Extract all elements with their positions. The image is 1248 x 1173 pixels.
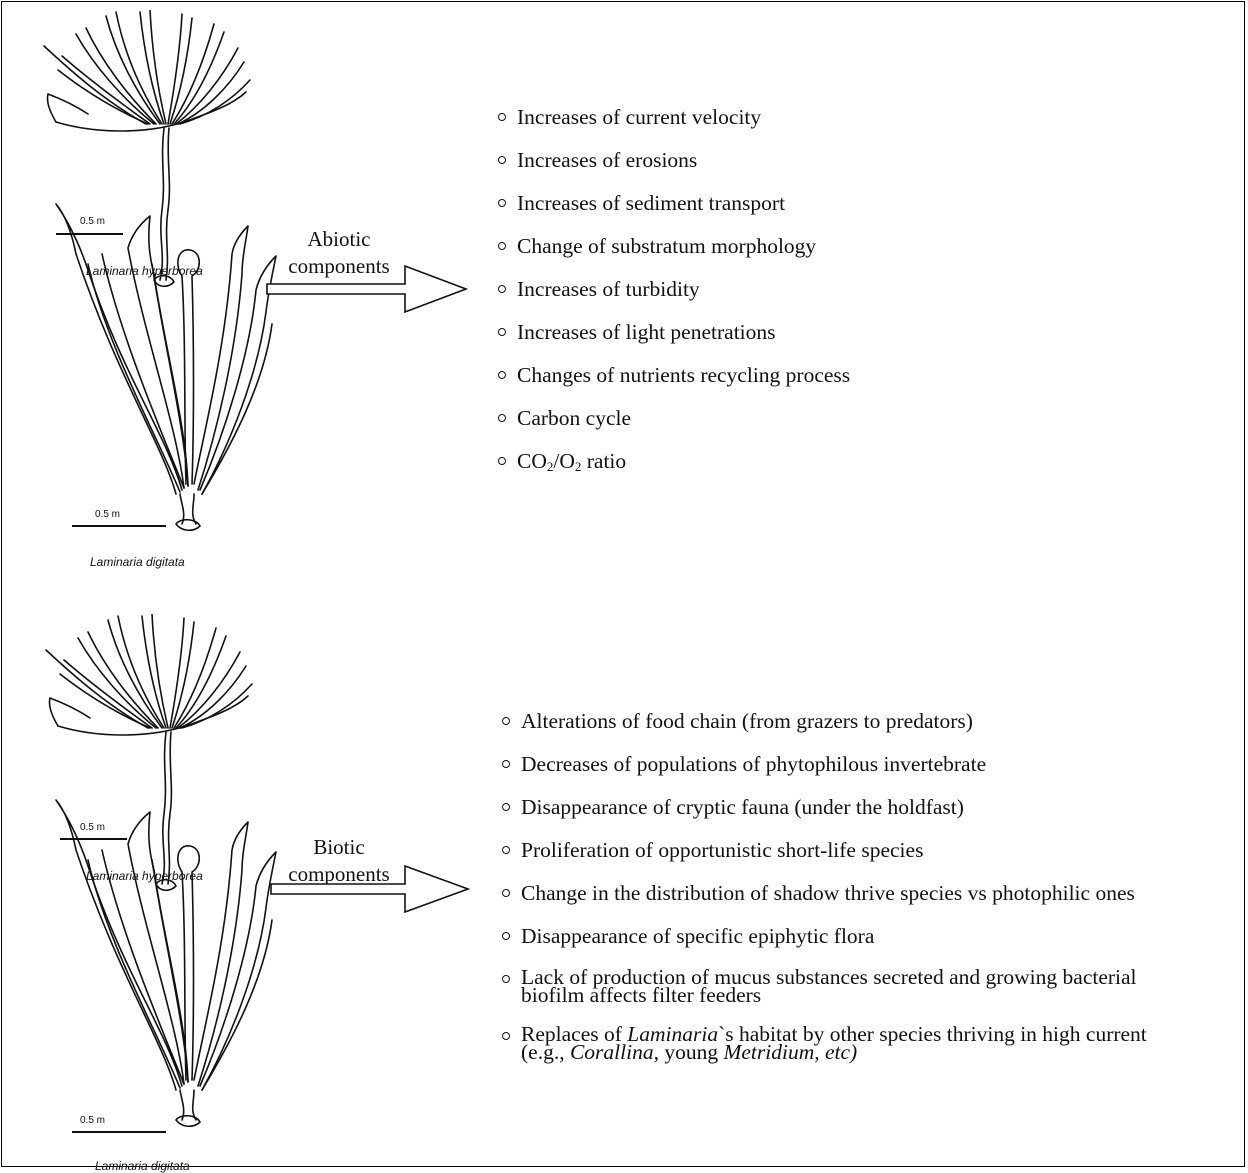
list-item: Disappearance of cryptic fauna (under th… [502,796,1147,818]
hollow-circle-icon [502,803,510,811]
hollow-right-arrow-icon [268,862,476,918]
biotic-effects-list: Alterations of food chain (from grazers … [502,710,1147,1082]
hollow-circle-icon [498,199,506,207]
laminaria-digitata-drawing [36,790,286,1130]
hollow-circle-icon [502,932,510,940]
list-item: Increases of light penetrations [498,321,850,364]
list-item: Alterations of food chain (from grazers … [502,710,1147,732]
hollow-circle-icon [502,760,510,768]
hollow-circle-icon [502,846,510,854]
hollow-circle-icon [498,457,506,465]
hollow-circle-icon [498,242,506,250]
list-item: Increases of sediment transport [498,192,850,235]
scale-bar [72,525,166,527]
list-item: Decreases of populations of phytophilous… [502,753,1147,775]
label-line: Biotic [264,834,414,861]
list-item: Changes of nutrients recycling process [498,364,850,407]
hollow-circle-icon [498,156,506,164]
hollow-circle-icon [502,975,510,983]
label-line: Abiotic [264,226,414,253]
list-item: Lack of production of mucus substances s… [502,968,1147,1004]
hollow-circle-icon [498,113,506,121]
list-item: Replaces of Laminaria`s habitat by other… [502,1025,1147,1061]
list-item: Increases of current velocity [498,106,850,149]
list-item: Disappearance of specific epiphytic flor… [502,925,1147,947]
species-caption-digitata: Laminaria digitata [90,555,185,569]
hollow-circle-icon [498,328,506,336]
hollow-circle-icon [498,285,506,293]
list-item: Change in the distribution of shadow thr… [502,882,1147,904]
list-item: Increases of turbidity [498,278,850,321]
hollow-right-arrow-icon [264,262,472,318]
abiotic-effects-list: Increases of current velocity Increases … [498,106,850,493]
hollow-circle-icon [498,371,506,379]
scale-label: 0.5 m [80,1115,105,1126]
scale-bar [72,1131,166,1133]
list-item: CO2/O2 ratio [498,450,850,493]
hollow-circle-icon [502,717,510,725]
scale-label: 0.5 m [95,509,120,520]
hollow-circle-icon [502,889,510,897]
list-item: Change of substratum morphology [498,235,850,278]
hollow-circle-icon [498,414,506,422]
list-item: Proliferation of opportunistic short-lif… [502,839,1147,861]
list-item: Carbon cycle [498,407,850,450]
species-caption-digitata: Laminaria digitata [95,1159,190,1173]
laminaria-digitata-drawing [36,194,286,534]
list-item: Increases of erosions [498,149,850,192]
hollow-circle-icon [502,1032,510,1040]
